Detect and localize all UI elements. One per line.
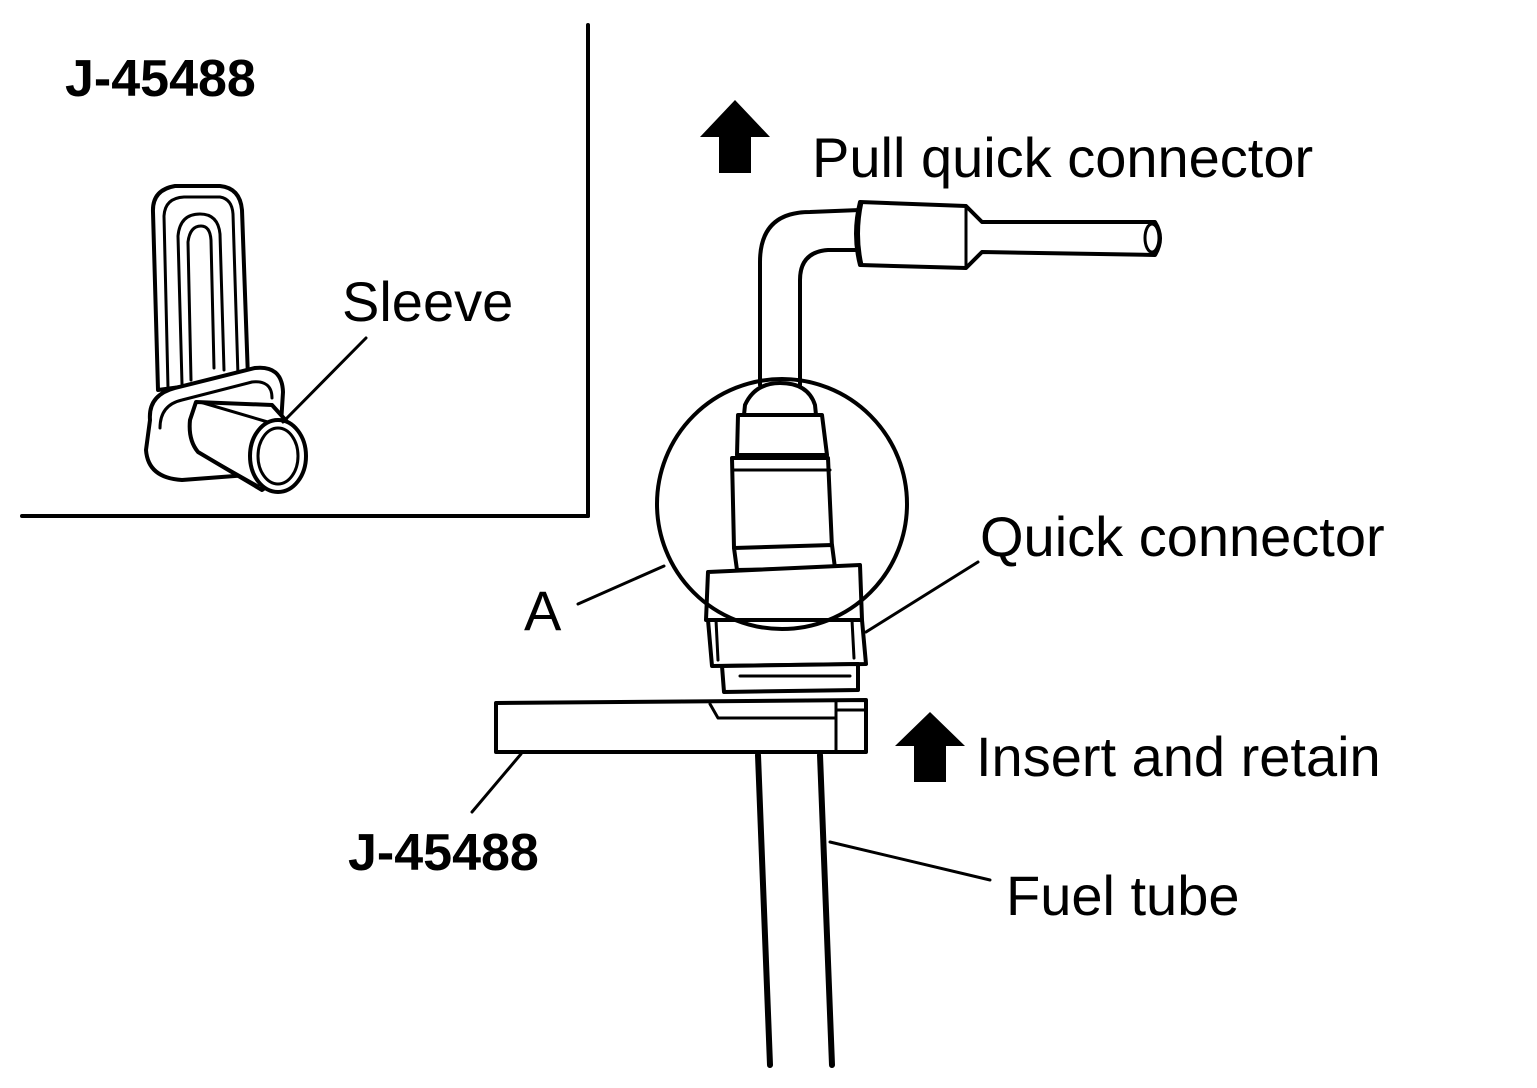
detail-a-circle xyxy=(655,377,909,631)
insert-instruction-label: Insert and retain xyxy=(976,725,1381,788)
fuel-tube-leader-line xyxy=(828,840,992,882)
tool-leader-line xyxy=(470,752,523,814)
main-drawing: Pull quick connector A xyxy=(348,100,1385,1068)
quick-connector-leader-line xyxy=(864,560,980,634)
pull-arrow-icon xyxy=(700,100,770,173)
detail-a-leader-line xyxy=(576,564,666,606)
fuel-tube-label: Fuel tube xyxy=(1006,864,1240,927)
inset-panel: J-45488 Sleeve xyxy=(20,23,590,518)
pull-instruction-label: Pull quick connector xyxy=(812,126,1313,189)
inset-tool-label: J-45488 xyxy=(65,50,256,108)
tool-label: J-45488 xyxy=(348,824,539,882)
j45488-tool-bar xyxy=(494,698,868,754)
insert-arrow-icon xyxy=(895,712,965,782)
upper-fuel-line xyxy=(758,200,1162,387)
quick-connector-body xyxy=(704,381,868,694)
detail-a-label: A xyxy=(524,579,562,642)
fuel-tube xyxy=(755,752,835,1068)
quick-connector-label: Quick connector xyxy=(980,505,1385,568)
sleeve-label: Sleeve xyxy=(342,270,513,333)
sleeve-leader-line xyxy=(281,336,368,424)
sleeve-tool-illustration xyxy=(144,184,308,494)
